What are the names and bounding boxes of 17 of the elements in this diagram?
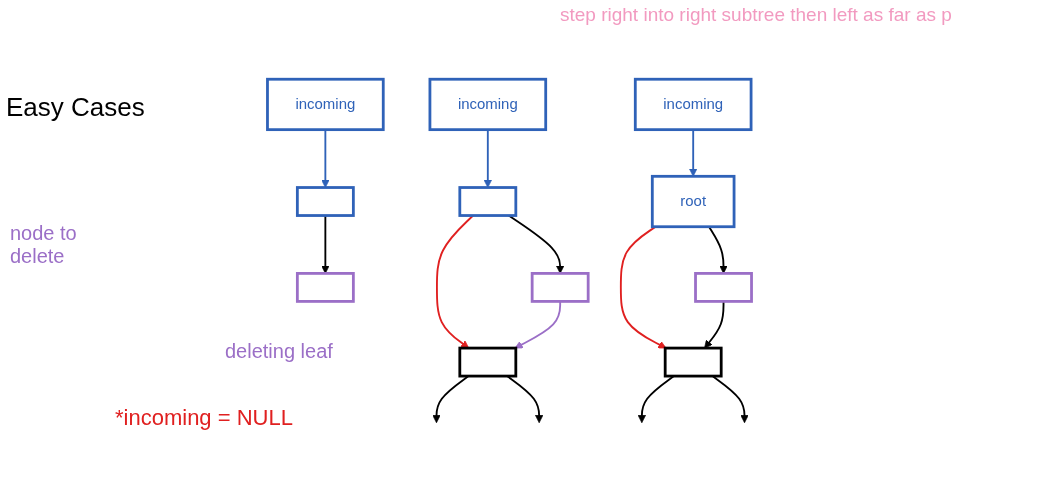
node-box: incoming	[266, 77, 385, 132]
node-box: incoming	[428, 77, 548, 132]
arrow	[619, 225, 667, 349]
node-box	[458, 186, 518, 217]
node-box	[458, 346, 518, 378]
node-box: root	[650, 174, 736, 229]
node-box	[530, 272, 590, 303]
heading: Easy Cases	[6, 92, 145, 123]
code-note: *incoming = NULL	[115, 405, 293, 431]
note: step right into right subtree then left as far as p	[560, 4, 953, 26]
node-box: incoming	[633, 77, 753, 132]
node-box	[694, 272, 753, 303]
case-caption: deleting leaf	[225, 340, 333, 363]
node-box	[295, 272, 355, 303]
node-box	[663, 346, 723, 378]
side-note: node to delete	[10, 222, 78, 268]
node-box	[295, 186, 355, 217]
